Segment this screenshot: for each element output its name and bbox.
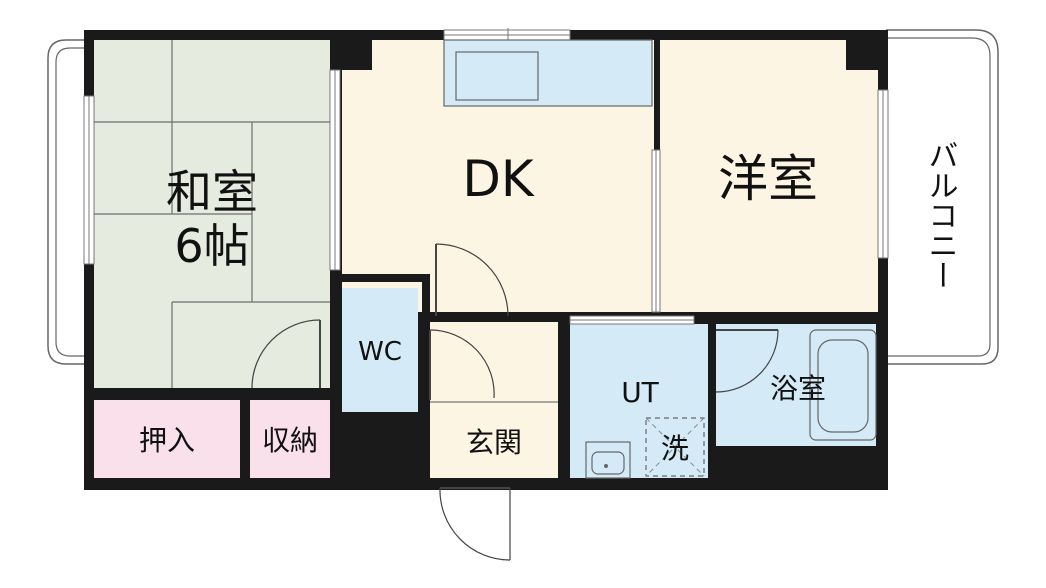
oshiire-label: 押入 [139, 424, 195, 457]
youshitsu-label: 洋室 [718, 150, 818, 208]
washer-label: 洗 [661, 432, 689, 465]
kitchen-sink [455, 51, 539, 101]
west-balcony-outline [47, 39, 86, 365]
tatami-lines [94, 40, 330, 388]
washitsu-label: 和室 [166, 165, 258, 219]
shuunou-label: 収納 [262, 424, 318, 457]
genkan-label: 玄関 [466, 426, 522, 459]
oshiire-floor [94, 400, 240, 478]
balcony-label: バルコニー [923, 140, 958, 290]
windows [83, 28, 889, 265]
genkan-floor [430, 322, 558, 478]
dk-label: DK [462, 150, 535, 208]
shuunou-floor [250, 400, 330, 478]
east-balcony-outline [886, 29, 999, 365]
youshitsu-floor [660, 40, 878, 312]
bath-label: 浴室 [770, 372, 826, 405]
door-swings [251, 243, 779, 561]
ut-label: UT [621, 376, 659, 409]
washitsu-size-label: 6帖 [174, 219, 249, 273]
sliding-doors [329, 69, 695, 325]
wc-label: WC [358, 337, 402, 367]
